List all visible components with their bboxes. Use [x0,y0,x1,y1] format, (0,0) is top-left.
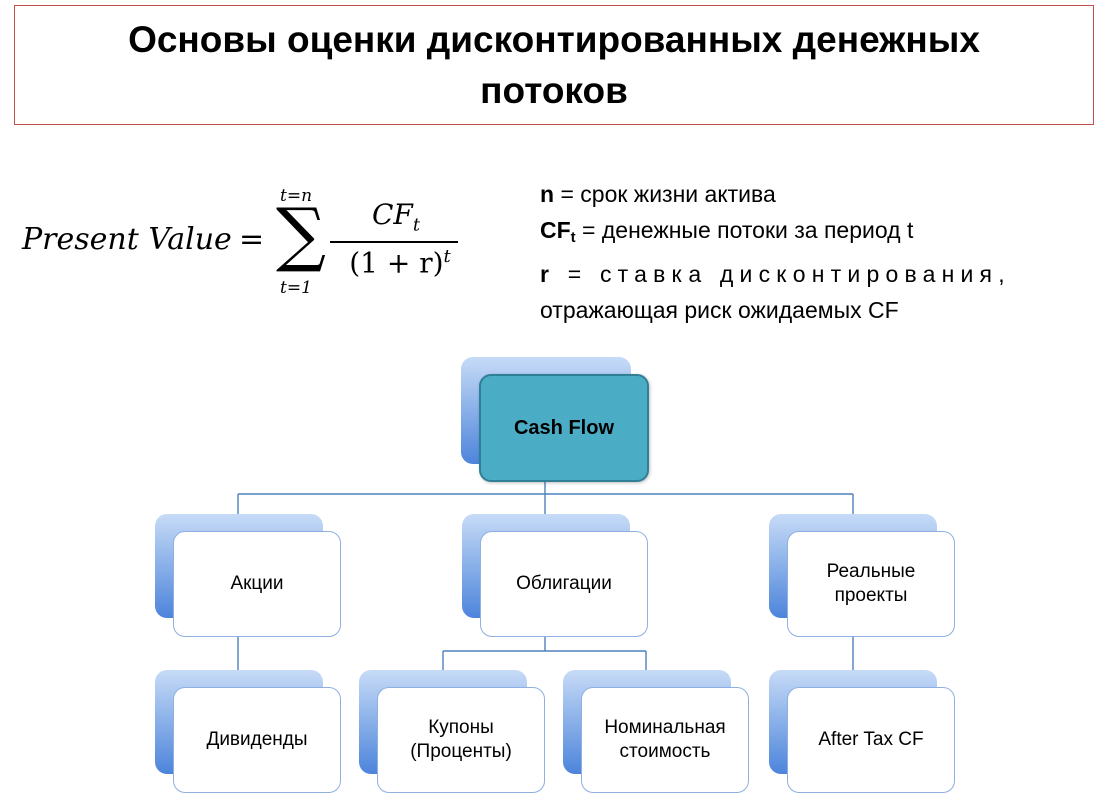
node-obligacii-label: Облигации [480,531,648,637]
node-nominalnaya-stoimost-label: Номинальная стоимость [581,687,749,793]
formula-numerator: CFt [371,198,421,236]
sum-lower-limit: t=1 [280,278,312,298]
present-value-formula: Present Value = t=n ∑ t=1 CFt (1 + r)t [22,186,462,306]
formula-equals: = [239,222,265,257]
fraction-line [330,241,458,243]
node-dividendy-label: Дивиденды [173,687,341,793]
node-cash-flow-label: Cash Flow [479,374,649,482]
sum-symbol: ∑ [276,193,326,275]
formula-lhs: Present Value [22,222,232,257]
node-after-tax-cf: After Tax CF [769,670,959,796]
node-realnye-proekty-label: Реальные проекты [787,531,955,637]
sum-upper-limit: t=n [280,186,313,206]
formula-denominator: (1 + r)t [349,246,451,280]
node-obligacii: Облигации [462,514,652,640]
node-realnye-proekty: Реальные проекты [769,514,959,640]
legend-n: n = срок жизни актива [540,181,776,207]
formula-legend: n = срок жизни актива CFt = денежные пот… [540,176,1060,328]
legend-cf: CFt = денежные потоки за период t [540,217,914,246]
node-dividendy: Дивиденды [155,670,345,796]
title-box: Основы оценки дисконтированных денежных … [14,5,1094,125]
page-title: Основы оценки дисконтированных денежных … [128,19,980,111]
node-kupony-label: Купоны (Проценты) [377,687,545,793]
node-akcii-label: Акции [173,531,341,637]
node-akcii: Акции [155,514,345,640]
node-after-tax-cf-label: After Tax CF [787,687,955,793]
node-nominalnaya-stoimost: Номинальная стоимость [563,670,753,796]
node-kupony: Купоны (Проценты) [359,670,549,796]
legend-r-cont: отражающая риск ожидаемых CF [540,297,899,323]
legend-r: r = ставка дисконтирования, [540,261,1011,287]
node-cash-flow: Cash Flow [461,357,651,483]
